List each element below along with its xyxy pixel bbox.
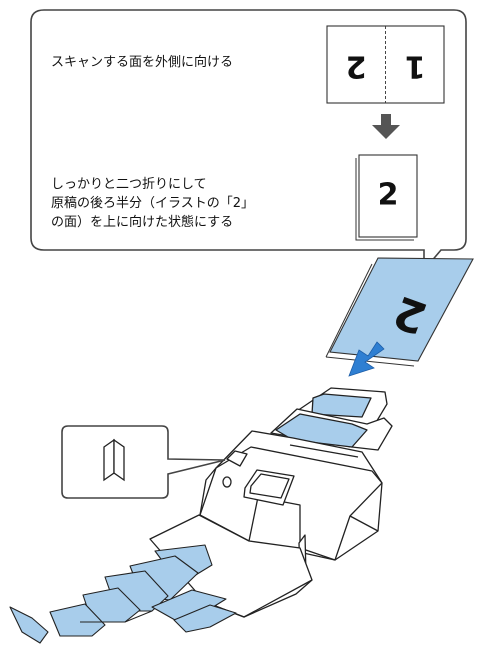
- inserted-sheet: 2: [325, 257, 474, 367]
- instruction-line-2: 原稿の後ろ半分（イラストの「2」: [51, 196, 255, 211]
- unfolded-sheet: 2 1: [326, 25, 445, 104]
- instruction-line-1: しっかりと二つ折りにして: [51, 177, 207, 192]
- output-stacker: [9, 544, 237, 644]
- folded-icon-callout: [61, 425, 226, 499]
- down-arrow-icon: [372, 114, 400, 139]
- scanner: [149, 387, 393, 618]
- folded-sheet: 2: [355, 154, 418, 241]
- insert-arrow-icon: [348, 341, 385, 377]
- instruction-bottom: しっかりと二つ折りにして 原稿の後ろ半分（イラストの「2」 の面）を上に向けた状…: [51, 175, 254, 232]
- folded-page-number: 2: [378, 178, 399, 213]
- folded-sheet-icon: [103, 438, 125, 482]
- instruction-top: スキャンする面を外側に向ける: [51, 55, 234, 70]
- instruction-line-3: の面）を上に向けた状態にする: [51, 215, 234, 230]
- page-number-left: 2: [346, 49, 367, 84]
- page-number-right: 1: [405, 49, 426, 84]
